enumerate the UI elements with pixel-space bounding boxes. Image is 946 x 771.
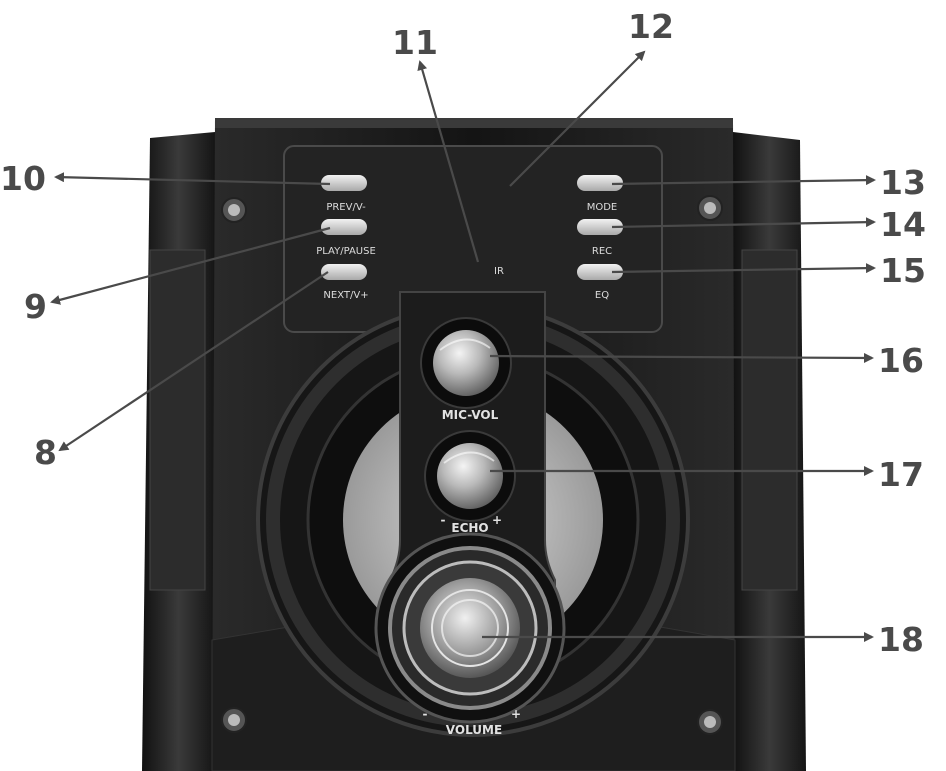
pointer-9 bbox=[50, 226, 331, 305]
echo-plus-label: + bbox=[492, 513, 502, 527]
pointer-11 bbox=[417, 60, 480, 263]
play-pause-button[interactable] bbox=[321, 219, 367, 235]
next-button[interactable] bbox=[321, 264, 367, 280]
callout-numbers: 10 9 8 11 12 13 14 15 16 17 18 bbox=[0, 7, 926, 659]
callout-8: 8 bbox=[34, 433, 57, 472]
prev-button[interactable] bbox=[321, 175, 367, 191]
callout-18: 18 bbox=[878, 620, 924, 659]
mic-vol-knob[interactable] bbox=[420, 317, 512, 409]
callout-16: 16 bbox=[878, 341, 924, 380]
control-panel: PREV/V- PLAY/PAUSE NEXT/V+ IR MODE REC E… bbox=[283, 145, 663, 333]
prev-label: PREV/V- bbox=[326, 202, 366, 213]
callout-14: 14 bbox=[880, 205, 926, 244]
callout-9: 9 bbox=[24, 287, 47, 326]
rec-label: REC bbox=[592, 246, 612, 257]
play-pause-label: PLAY/PAUSE bbox=[316, 246, 376, 257]
mode-button[interactable] bbox=[577, 175, 623, 191]
volume-minus-label: - bbox=[423, 707, 428, 721]
pointer-14 bbox=[611, 217, 876, 229]
echo-label: ECHO bbox=[451, 521, 488, 535]
callout-15: 15 bbox=[880, 251, 926, 290]
screws bbox=[221, 195, 723, 735]
screw-icon bbox=[697, 195, 723, 221]
mode-label: MODE bbox=[587, 202, 618, 213]
eq-label: EQ bbox=[595, 290, 609, 301]
screw-icon bbox=[697, 709, 723, 735]
ir-label: IR bbox=[494, 266, 504, 277]
echo-minus-label: - bbox=[441, 513, 446, 527]
callout-pointers bbox=[50, 50, 876, 642]
left-inner-panel bbox=[149, 249, 206, 591]
right-inner-panel bbox=[741, 249, 798, 591]
pointer-8 bbox=[58, 271, 329, 452]
pointer-12 bbox=[509, 50, 646, 187]
callout-10: 10 bbox=[0, 159, 46, 198]
pointer-13 bbox=[611, 175, 876, 186]
screw-icon bbox=[221, 707, 247, 733]
screw-icon bbox=[221, 197, 247, 223]
callout-17: 17 bbox=[878, 455, 924, 494]
volume-knob[interactable] bbox=[374, 532, 566, 724]
callout-11: 11 bbox=[392, 23, 438, 62]
volume-plus-label: + bbox=[511, 707, 521, 721]
mic-vol-label: MIC-VOL bbox=[442, 408, 499, 422]
pointer-15 bbox=[611, 263, 876, 274]
eq-button[interactable] bbox=[577, 264, 623, 280]
callout-13: 13 bbox=[880, 163, 926, 202]
callout-12: 12 bbox=[628, 7, 674, 46]
top-rim bbox=[215, 118, 733, 128]
rec-button[interactable] bbox=[577, 219, 623, 235]
pointer-10 bbox=[54, 172, 331, 186]
pointer-16 bbox=[489, 352, 874, 363]
next-label: NEXT/V+ bbox=[323, 290, 368, 301]
volume-label: VOLUME bbox=[446, 723, 502, 737]
echo-knob[interactable] bbox=[424, 430, 516, 522]
